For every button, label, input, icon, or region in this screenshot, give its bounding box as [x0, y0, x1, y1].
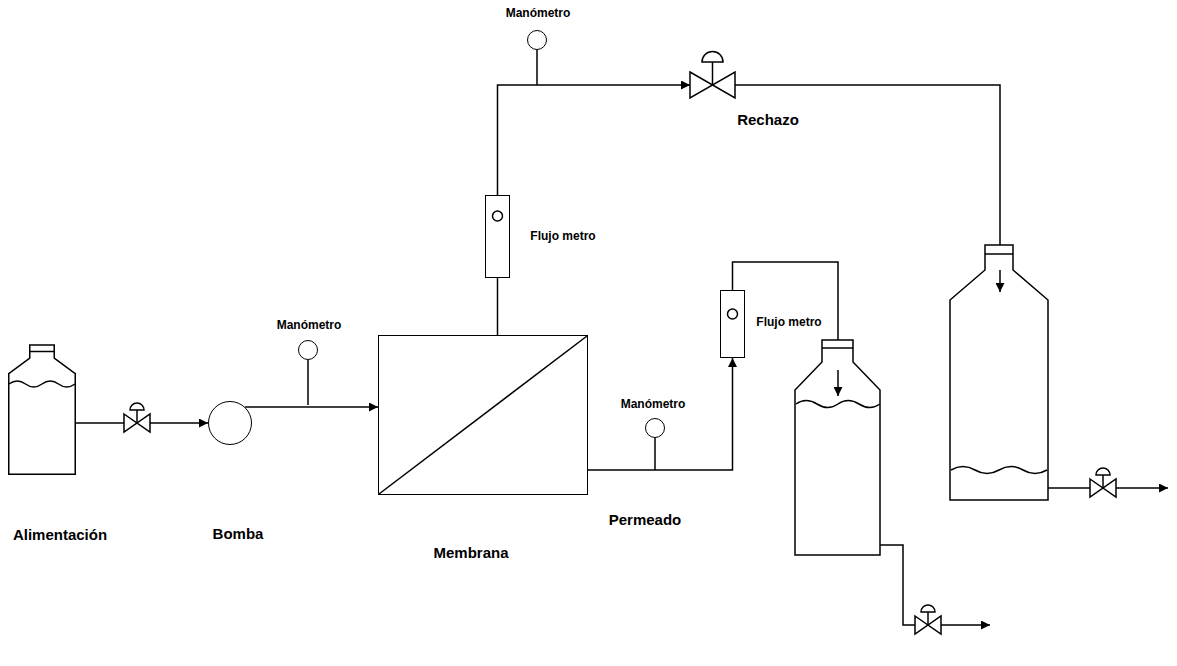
- node-label: Bomba: [213, 526, 264, 543]
- valve-stem: [1102, 475, 1104, 488]
- pipe-line: [588, 358, 733, 470]
- flowmeter: Flujo metro: [485, 195, 510, 278]
- valve-stem: [927, 612, 929, 625]
- node-label: Manómetro: [621, 398, 686, 411]
- node-label: Membrana: [433, 545, 508, 562]
- gauge-stem: [536, 50, 538, 85]
- pipe-line: [497, 278, 499, 335]
- node-label: Flujo metro: [530, 230, 595, 243]
- reject-pipe: [735, 85, 1000, 292]
- valve-actuator: [130, 403, 144, 410]
- valve-stem: [136, 410, 138, 423]
- tank-outline: [9, 345, 76, 474]
- liquid-level: [9, 381, 75, 387]
- reject-pipe: [498, 85, 691, 195]
- node-label: Manómetro: [277, 319, 342, 332]
- pump-symbol: Bomba: [208, 401, 252, 445]
- membrane-diagonal: [379, 336, 587, 494]
- tank-rim: [822, 347, 853, 349]
- node-label: Alimentación: [13, 527, 107, 544]
- flowmeter-float: [728, 309, 738, 319]
- valve-actuator: [921, 605, 935, 612]
- permeate-inlet: [837, 370, 839, 396]
- reject-inlet: [999, 270, 1001, 292]
- pressure-gauge: Manómetro: [527, 30, 547, 50]
- reject-tank: [950, 245, 1048, 500]
- feed-tank: Alimentación: [8, 345, 76, 475]
- membrane-module: Membrana: [378, 335, 588, 495]
- pipe-line: [245, 406, 378, 408]
- tank-rim: [30, 351, 54, 353]
- valve-actuator: [702, 52, 723, 63]
- pressure-gauge: Manómetro: [645, 418, 665, 438]
- flowmeter-float: [493, 211, 503, 221]
- stream-label: Permeado: [609, 512, 682, 529]
- gauge-stem: [307, 360, 309, 405]
- flowmeter: Flujo metro: [720, 290, 745, 358]
- permeate-tank: [795, 340, 880, 555]
- node-label: Flujo metro: [756, 316, 821, 329]
- tank-rim: [985, 253, 1013, 255]
- stream-label: Rechazo: [737, 112, 799, 129]
- valve-stem: [712, 62, 714, 85]
- valve-actuator: [1096, 468, 1110, 475]
- liquid-level: [796, 401, 880, 408]
- tank-outline: [8, 345, 76, 475]
- node-label: Manómetro: [506, 7, 571, 20]
- gauge-stem: [654, 438, 656, 470]
- pressure-gauge: Manómetro: [298, 340, 318, 360]
- liquid-level: [951, 467, 1047, 474]
- permeate-outlet: [880, 545, 990, 625]
